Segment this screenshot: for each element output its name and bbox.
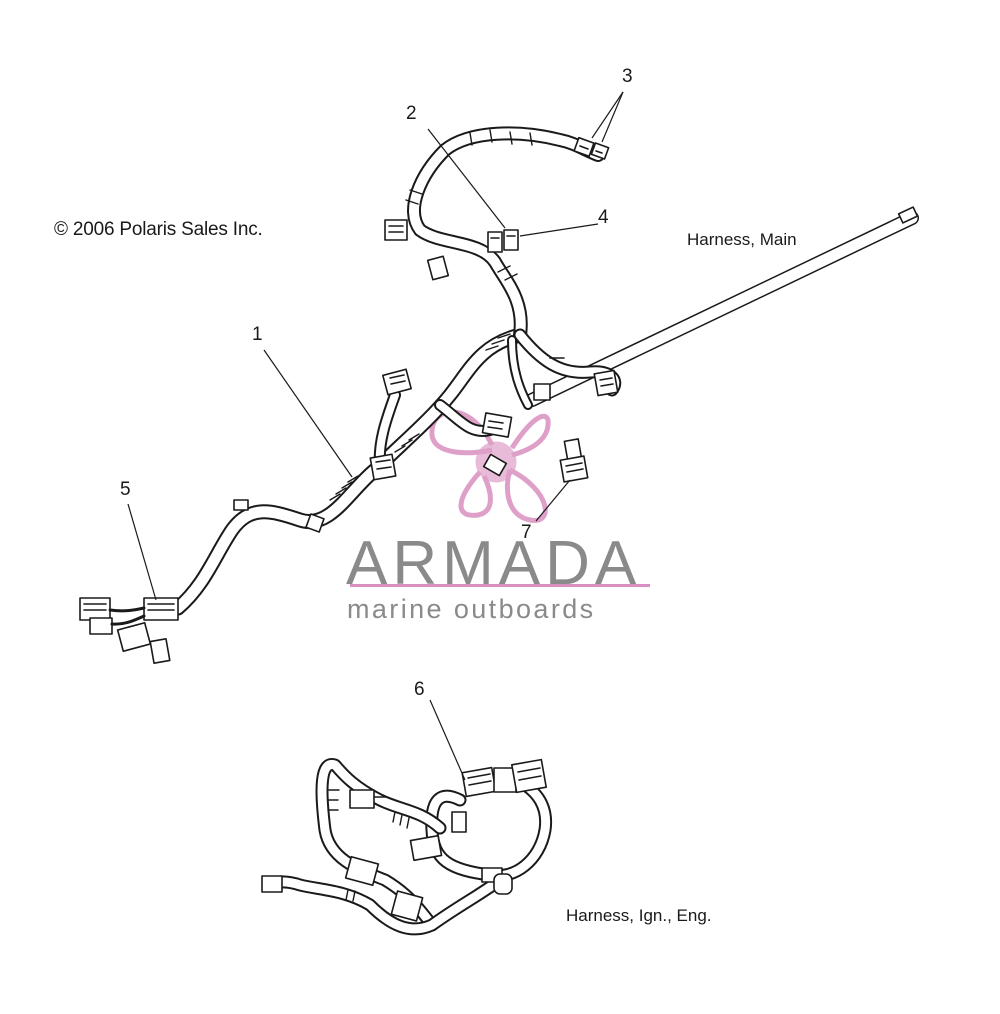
propeller-logo-icon [429,409,551,523]
watermark-subtitle: marine outboards [347,594,596,624]
main-harness [79,126,919,665]
callout-4: 4 [598,207,609,228]
watermark-divider [350,584,650,587]
caption-main-harness: Harness, Main [687,230,797,249]
copyright-notice: © 2006 Polaris Sales Inc. [54,219,263,240]
callout-3: 3 [622,66,633,87]
watermark-title: ARMADA [346,529,642,598]
callout-7: 7 [521,522,532,543]
callout-5: 5 [120,479,131,500]
callout-2: 2 [406,103,417,124]
leader-lines [127,91,624,781]
caption-ignition-harness: Harness, Ign., Eng. [566,906,712,925]
ignition-engine-harness [261,758,553,936]
callout-1: 1 [252,324,263,345]
callout-6: 6 [414,679,425,700]
